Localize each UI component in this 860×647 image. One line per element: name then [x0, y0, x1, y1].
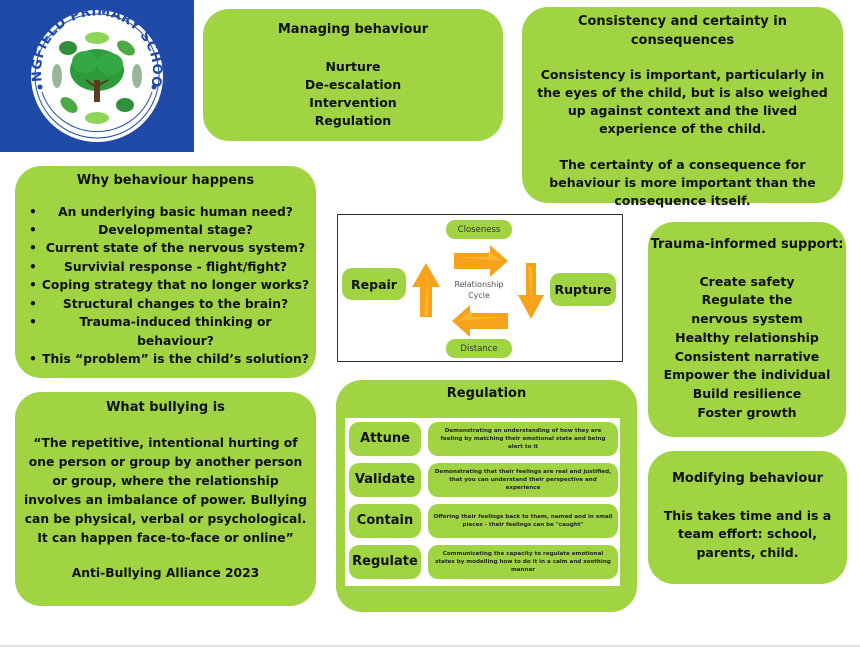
regulation-step-description: Offering their feelings back to them, na…	[428, 504, 618, 538]
school-crest-icon: LINGFIELD PRIMARY SCHOOL	[0, 0, 164, 142]
regulation-step-description: Demonstrating that their feelings are re…	[428, 463, 618, 497]
regulation-step-label: Attune	[349, 422, 421, 456]
bullet-icon: •	[29, 241, 37, 256]
modifying-behaviour-card: Modifying behaviour This takes time and …	[648, 451, 847, 584]
cycle-stage-distance: Distance	[446, 339, 512, 358]
why-behaviour-list: •An underlying basic human need? •Develo…	[15, 203, 316, 369]
list-item: •Current state of the nervous system?	[15, 239, 316, 257]
regulation-title: Regulation	[446, 386, 527, 401]
arrow-down-icon	[518, 263, 544, 319]
trauma-item: Create safety	[699, 273, 795, 289]
managing-item: Intervention	[309, 95, 397, 111]
why-behaviour-title: Why behaviour happens	[76, 173, 255, 188]
cycle-arrows	[412, 245, 544, 337]
regulation-row: Attune Demonstrating an understanding of…	[345, 420, 620, 458]
bullying-quote: “The repetitive, intentional hurting of …	[24, 436, 307, 546]
bullet-icon: •	[29, 315, 37, 330]
bullet-icon: •	[29, 222, 37, 237]
trauma-item: Build resilience	[692, 386, 802, 401]
bullying-card: What bullying is “The repetitive, intent…	[15, 392, 316, 606]
modifying-behaviour-text: This takes time and is a team effort: sc…	[663, 507, 832, 561]
regulation-step-label: Regulate	[349, 545, 421, 579]
why-behaviour-card: Why behaviour happens •An underlying bas…	[15, 166, 316, 378]
bullying-title: What bullying is	[106, 400, 225, 415]
modifying-behaviour-title: Modifying behaviour	[672, 471, 823, 486]
regulation-card: Regulation Attune Demonstrating an under…	[336, 380, 637, 612]
regulation-row: Validate Demonstrating that their feelin…	[345, 461, 620, 499]
regulation-step-label: Validate	[349, 463, 421, 497]
list-item: •Coping strategy that no longer works?	[15, 276, 316, 294]
cycle-stage-closeness: Closeness	[446, 220, 512, 239]
consistency-card: Consistency and certainty in consequence…	[522, 7, 843, 208]
managing-behaviour-card: Managing behaviour Nurture De-escalation…	[203, 9, 503, 141]
list-item: •An underlying basic human need?	[15, 203, 316, 221]
managing-behaviour-title: Managing behaviour	[277, 22, 429, 37]
regulation-table: Attune Demonstrating an understanding of…	[345, 418, 620, 586]
trauma-support-title: Trauma-informed support:	[650, 237, 844, 252]
regulation-step-description: Demonstrating an understanding of how th…	[428, 422, 618, 456]
regulation-step-description: Communicating the capacity to regulate e…	[428, 545, 618, 579]
cycle-stage-repair: Repair	[342, 268, 406, 300]
managing-item: Regulation	[314, 113, 392, 129]
managing-item: Nurture	[325, 58, 381, 74]
regulation-step-label: Contain	[349, 504, 421, 538]
page-bottom-divider	[0, 645, 860, 647]
list-item: •Structural changes to the brain?	[15, 295, 316, 313]
list-item: •Survivial response - flight/fight?	[15, 258, 316, 276]
school-logo: LINGFIELD PRIMARY SCHOOL	[0, 0, 194, 152]
cycle-stage-rupture: Rupture	[550, 273, 616, 306]
arrow-left-icon	[452, 305, 508, 337]
trauma-item: Empower the individual	[663, 367, 831, 383]
bullet-icon: •	[29, 278, 37, 293]
cycle-center-label: Relationship Cycle	[454, 280, 504, 301]
arrow-right-icon	[454, 245, 508, 277]
managing-item: De-escalation	[304, 76, 402, 92]
trauma-item: Consistent narrative	[674, 348, 820, 364]
regulation-row: Regulate Communicating the capacity to r…	[345, 543, 620, 581]
bullet-icon: •	[29, 204, 37, 219]
bullet-icon: •	[29, 296, 37, 311]
consistency-paragraph: Consistency is important, particularly i…	[537, 66, 828, 137]
list-item: •This “problem” is the child’s solution?	[15, 350, 316, 368]
regulation-row: Contain Offering their feelings back to …	[345, 502, 620, 540]
bullying-source: Anti-Bullying Alliance 2023	[71, 566, 260, 581]
consistency-title: Consistency and certainty in consequence…	[577, 14, 788, 48]
relationship-cycle-diagram: Closeness Rupture Distance Repair Relati…	[337, 214, 623, 362]
bullet-icon: •	[29, 352, 37, 366]
arrow-up-icon	[412, 263, 440, 317]
list-item: •Developmental stage?	[15, 221, 316, 239]
trauma-item: Healthy relationship	[675, 329, 819, 345]
trauma-item: Regulate the nervous system	[691, 292, 803, 326]
certainty-paragraph: The certainty of a consequence for behav…	[549, 157, 816, 209]
trauma-support-card: Trauma-informed support: Create safety R…	[648, 222, 846, 437]
bullet-icon: •	[29, 259, 37, 274]
list-item: •Trauma-induced thinking or behaviour?	[29, 315, 272, 348]
trauma-item: Foster growth	[697, 404, 797, 420]
